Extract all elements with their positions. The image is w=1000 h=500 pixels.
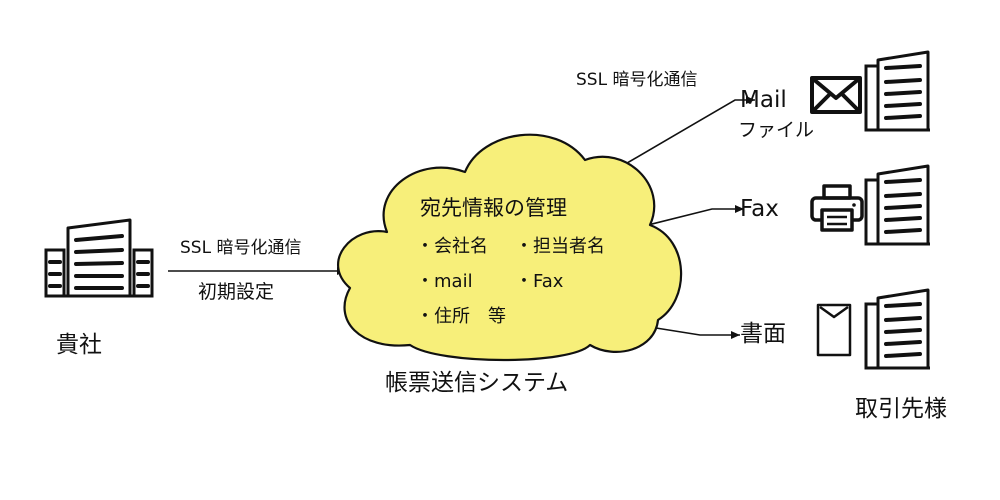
inbound-note-label: 初期設定 — [198, 281, 275, 303]
cloud-item-fax: ・Fax — [515, 271, 564, 292]
inbound-protocol-label: SSL 暗号化通信 — [180, 238, 302, 258]
fax-label: Fax — [740, 196, 779, 222]
cloud-item-company: ・会社名 — [416, 236, 488, 257]
system-label: 帳票送信システム — [385, 370, 569, 396]
sender-building-icon — [44, 218, 154, 298]
cloud-item-mail: ・mail — [416, 271, 473, 292]
mail-sub-label: ファイル — [738, 119, 815, 141]
envelope-icon — [810, 76, 862, 114]
recipient-building-icon — [864, 50, 930, 132]
cloud-title: 宛先情報の管理 — [420, 196, 567, 220]
sender-label: 貴社 — [56, 332, 102, 358]
document-icon — [816, 303, 852, 357]
recipient-building-icon — [864, 164, 930, 246]
paper-arrow — [655, 327, 740, 339]
fax-arrow — [627, 205, 744, 231]
recipient-building-icon — [864, 288, 930, 370]
cloud-item-contact: ・担当者名 — [515, 236, 605, 257]
outbound-protocol-label: SSL 暗号化通信 — [576, 70, 698, 90]
mail-arrow — [597, 96, 755, 181]
recipient-label: 取引先様 — [855, 396, 947, 422]
cloud-item-address: ・住所 等 — [416, 306, 506, 327]
paper-label: 書面 — [740, 321, 786, 347]
printer-icon — [810, 184, 864, 232]
cloud-shape — [337, 133, 683, 362]
mail-label: Mail — [740, 87, 787, 113]
